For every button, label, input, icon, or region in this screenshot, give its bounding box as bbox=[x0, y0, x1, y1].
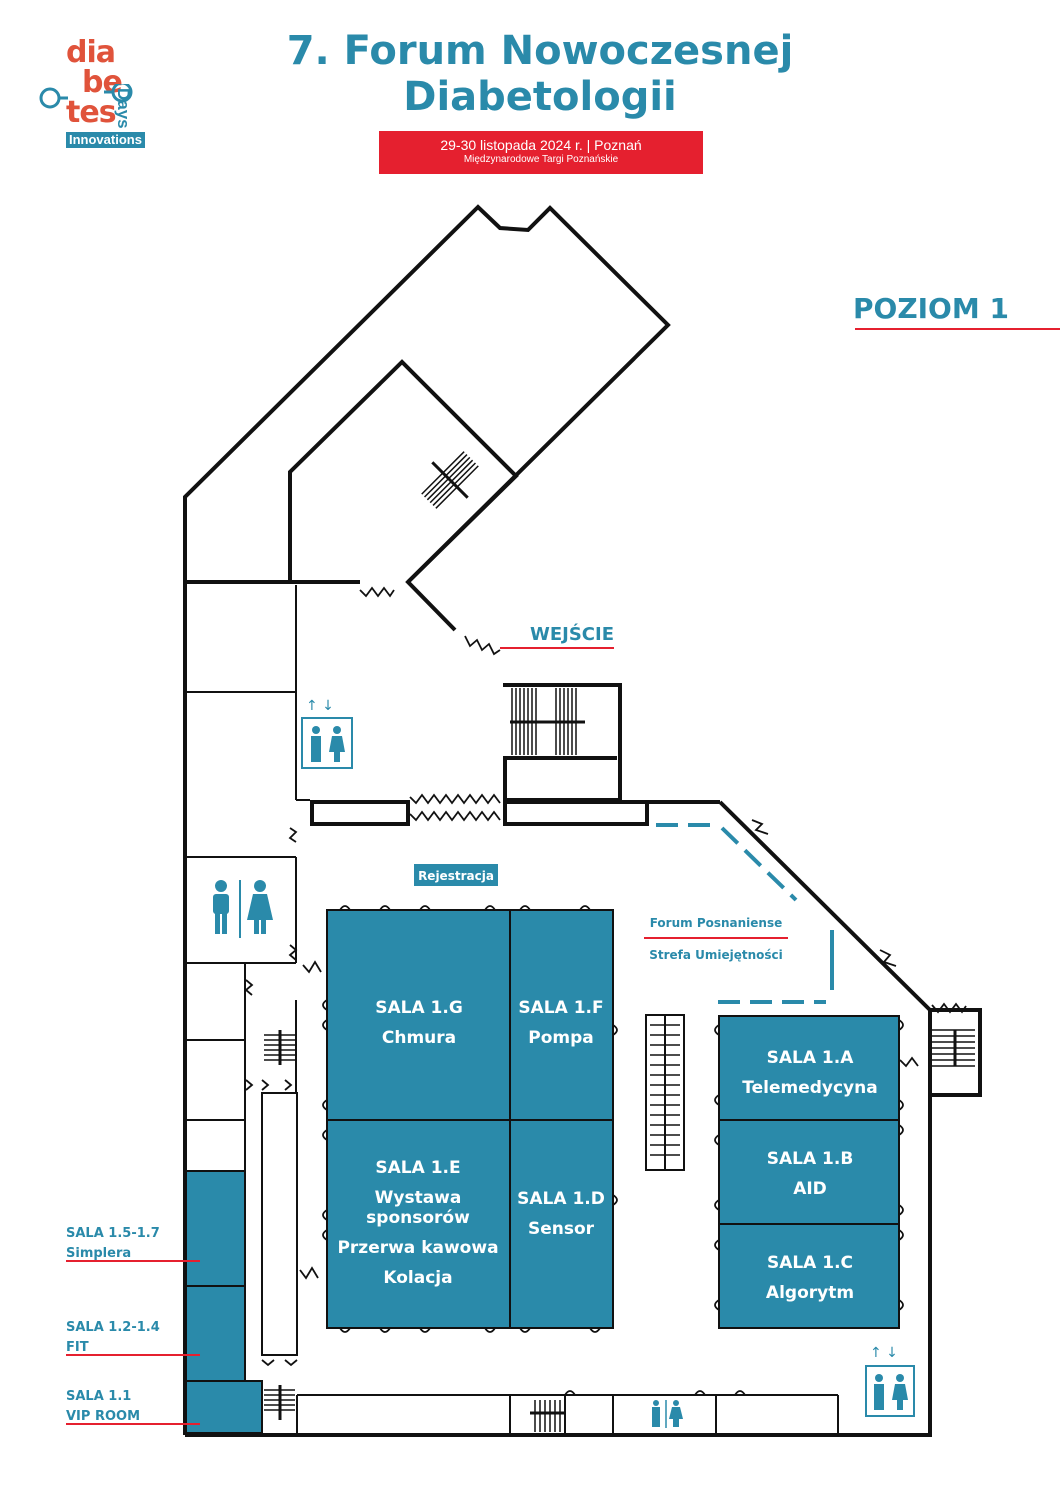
room-e-name1: Wystawa bbox=[375, 1188, 462, 1208]
partition-lines bbox=[656, 823, 834, 1004]
entrance-doors bbox=[359, 586, 967, 1014]
elevator-icon: ↑ ↓ bbox=[301, 698, 353, 769]
restroom-icon-2 bbox=[652, 1400, 683, 1428]
room-e-name3: Przerwa kawowa bbox=[337, 1238, 498, 1258]
room-b-code: SALA 1.B bbox=[767, 1149, 854, 1169]
forum-label: Forum Posnaniense bbox=[650, 916, 783, 930]
event-banner: 29-30 listopada 2024 r. | Poznań Międzyn… bbox=[379, 131, 703, 174]
room-g-code: SALA 1.G bbox=[375, 998, 463, 1018]
room-a bbox=[718, 1015, 900, 1121]
side-room-2-code: SALA 1.2-1.4 bbox=[66, 1320, 160, 1335]
event-venue: Międzynarodowe Targi Poznańskie bbox=[463, 154, 619, 165]
logo-line-1: dia bbox=[66, 35, 116, 70]
room-a-name: Telemedycyna bbox=[742, 1078, 877, 1098]
room-c bbox=[718, 1223, 900, 1329]
logo: dia be tes Days Innovations bbox=[38, 36, 163, 151]
room-d bbox=[509, 1119, 614, 1329]
room-d-code: SALA 1.D bbox=[517, 1189, 605, 1209]
registration-label: Rejestracja bbox=[418, 869, 494, 883]
title-line-1: 7. Forum Nowoczesnej bbox=[286, 28, 794, 74]
room-f-code: SALA 1.F bbox=[518, 998, 603, 1018]
room-g-name: Chmura bbox=[382, 1028, 456, 1048]
corridor-block-left bbox=[310, 800, 410, 826]
logo-line-3: tes bbox=[66, 95, 117, 130]
side-room-3-name: VIP ROOM bbox=[66, 1409, 140, 1424]
title-line-2: Diabetologii bbox=[403, 74, 677, 120]
side-room-1-name: Simplera bbox=[66, 1246, 131, 1261]
room-doors bbox=[244, 827, 919, 1396]
entrance-label: WEJŚCIE bbox=[530, 623, 614, 645]
skills-label: Strefa Umiejętności bbox=[649, 948, 783, 962]
event-date: 29-30 listopada 2024 r. | Poznań bbox=[440, 137, 642, 153]
room-f-name: Pompa bbox=[528, 1028, 594, 1048]
logo-line-2: be bbox=[82, 65, 123, 100]
room-e-name2: sponsorów bbox=[366, 1208, 470, 1228]
room-side-1 bbox=[185, 1170, 246, 1287]
side-room-3-code: SALA 1.1 bbox=[66, 1389, 131, 1404]
wall-inner-block bbox=[288, 359, 519, 584]
page-title: 7. Forum Nowoczesnej Diabetologii bbox=[230, 28, 850, 120]
room-d-name: Sensor bbox=[528, 1219, 595, 1239]
room-side-3 bbox=[185, 1380, 263, 1434]
room-b bbox=[718, 1119, 900, 1225]
stairs-icon bbox=[264, 451, 975, 1432]
room-b-name: AID bbox=[793, 1179, 827, 1199]
room-f bbox=[509, 909, 614, 1121]
svg-text:↑ ↓: ↑ ↓ bbox=[870, 1345, 898, 1361]
room-c-name: Algorytm bbox=[766, 1283, 854, 1303]
side-room-1-code: SALA 1.5-1.7 bbox=[66, 1226, 160, 1241]
level-label: POZIOM 1 bbox=[853, 292, 1009, 325]
svg-text:↑ ↓: ↑ ↓ bbox=[306, 698, 334, 714]
room-c-code: SALA 1.C bbox=[767, 1253, 853, 1273]
room-e bbox=[326, 1119, 511, 1329]
room-a-code: SALA 1.A bbox=[767, 1048, 855, 1068]
corridor-block-right bbox=[503, 800, 649, 826]
room-e-name4: Kolacja bbox=[383, 1268, 452, 1288]
logo-circles-icon bbox=[39, 84, 133, 109]
room-e-code: SALA 1.E bbox=[375, 1158, 460, 1178]
registration-badge bbox=[414, 864, 498, 886]
outer-wall-east bbox=[718, 800, 932, 1012]
logo-innovations: Innovations bbox=[66, 132, 145, 148]
restroom-icon bbox=[213, 880, 273, 938]
side-room-2-name: FIT bbox=[66, 1340, 89, 1355]
room-side-2 bbox=[185, 1285, 246, 1382]
outer-wall-lower bbox=[185, 1008, 982, 1437]
level-underline bbox=[855, 328, 1060, 330]
elevator-icon-2: ↑ ↓ bbox=[865, 1345, 915, 1417]
